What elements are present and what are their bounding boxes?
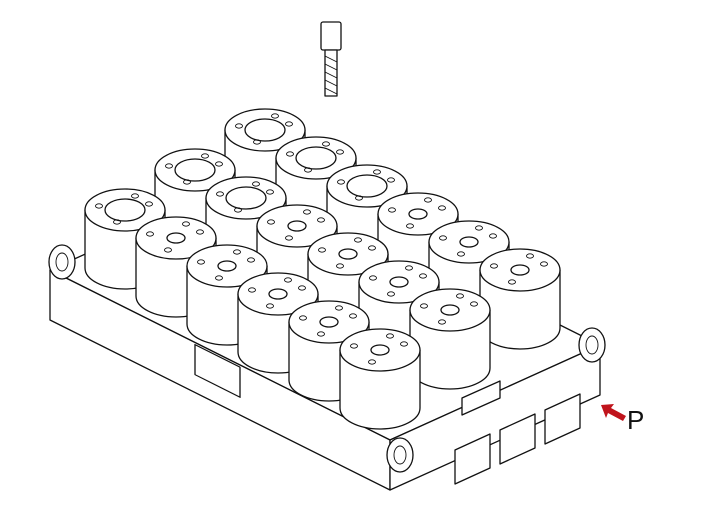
chuck-grid — [84, 108, 561, 430]
chuck — [409, 288, 491, 390]
chuck — [479, 248, 561, 350]
p-direction-arrow — [601, 404, 626, 421]
drill-tool — [320, 21, 342, 97]
chuck — [339, 328, 421, 430]
nameplate-left — [194, 343, 241, 398]
clamp-blocks — [454, 393, 581, 485]
callout-label-p: P — [627, 405, 645, 435]
nameplate-right — [461, 380, 501, 416]
eye-bolts — [48, 244, 606, 473]
